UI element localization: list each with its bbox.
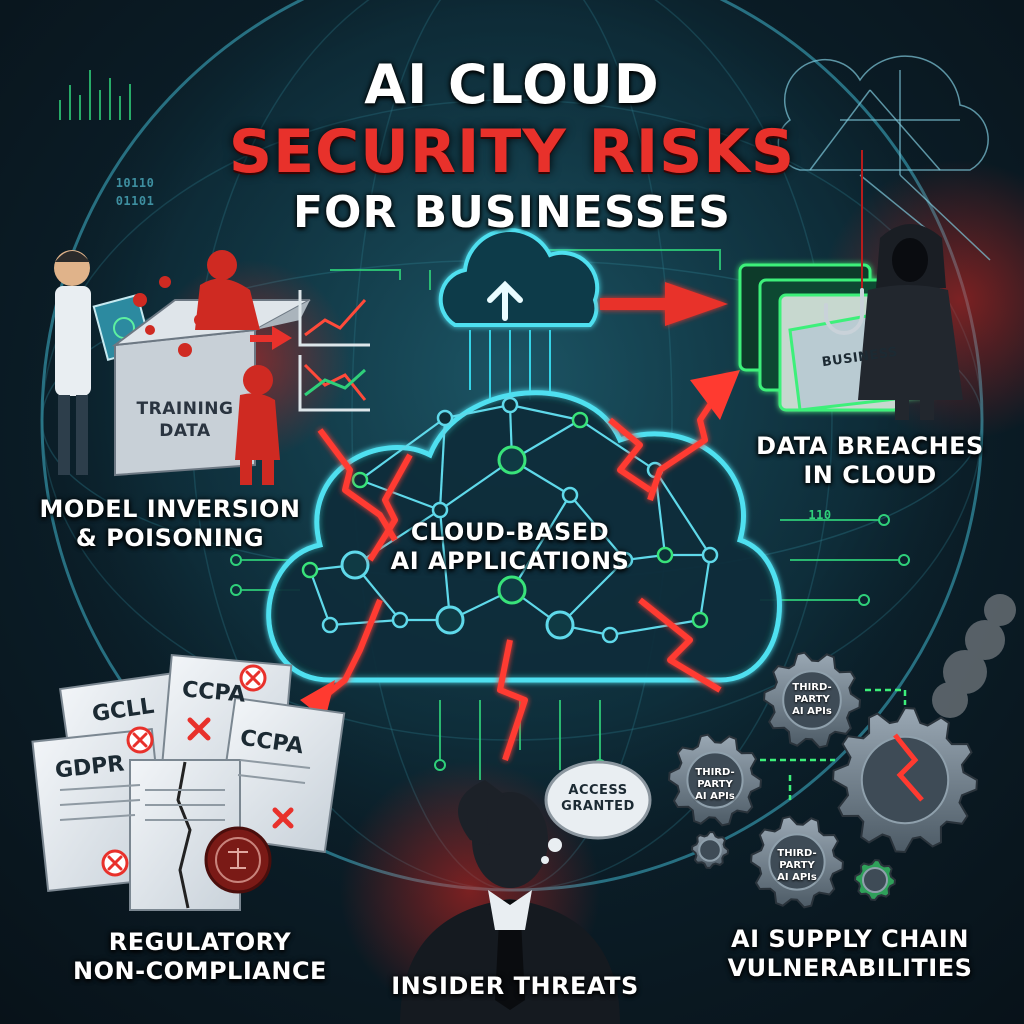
training-data-line-1: TRAINING [136,399,234,419]
network-node [435,605,465,635]
network-link [609,618,701,637]
network-node [501,396,519,414]
network-link [359,417,446,481]
network-link [569,494,626,561]
cloud-upload-icon [438,228,600,327]
network-node [340,550,370,580]
network-link [329,618,401,627]
supply-chain-line-1: AI SUPPLY CHAIN [731,925,969,953]
center-label: CLOUD-BASED AI APPLICATIONS [360,518,660,577]
title-line-2: SECURITY RISKS [228,117,796,187]
gear-label-left-line-2: AI APIs [695,791,735,802]
network-link [439,459,513,511]
network-node [391,611,409,629]
network-link [308,569,332,626]
model-inversion-label: MODEL INVERSION & POISONING [20,495,320,554]
network-link [698,554,712,621]
supply-chain-line-2: VULNERABILITIES [727,954,973,983]
decor-bars [59,70,131,120]
network-link [511,494,571,591]
poison-arrow-icon [250,326,292,350]
gear-label-bottom-line-2: AI APIs [777,872,817,883]
title-line-1: AI CLOUD [364,53,660,116]
network-node [601,626,619,644]
model-inversion-line-1: MODEL INVERSION [39,495,301,523]
network-node [571,411,589,429]
gear-label-left: THIRD-PARTY AI APIs [680,767,750,803]
network-nodes [301,396,719,644]
insider-threats-label: INSIDER THREATS [391,972,639,1000]
gear-connector-arrows [760,688,907,800]
network-node [497,445,527,475]
arrowhead-icon [690,370,740,420]
network-node [545,610,575,640]
binary-text-1: 110 [808,508,832,522]
network-link [559,559,626,626]
small-gear-icon-hub [698,838,722,862]
gear-icon-hub [768,833,826,891]
small-gear-icon-hub [862,867,888,893]
network-node [301,561,319,579]
network-node [691,611,709,629]
supply-chain-label: AI SUPPLY CHAIN VULNERABILITIES [690,925,1010,984]
network-node [431,501,449,519]
network-link [654,469,711,556]
center-label-line-1: CLOUD-BASED [410,518,610,546]
data-breaches-label: DATA BREACHES IN CLOUD [730,432,1010,491]
gear-label-top-line-1: THIRD-PARTY [792,682,832,705]
network-node [561,486,579,504]
poisoned-chart-icon [298,290,370,412]
model-inversion-line-2: & POISONING [75,524,265,553]
scientist-figure [54,250,153,475]
attacker-figure [133,250,280,485]
regulatory-line-1: REGULATORY [108,928,292,956]
center-label-line-2: AI APPLICATIONS [390,547,630,576]
network-node [436,409,454,427]
network-node [351,471,369,489]
access-granted-line-1: ACCESS [568,783,628,798]
access-granted-line-2: GRANTED [561,799,635,815]
regulatory-line-2: NON-COMPLIANCE [73,957,327,986]
title-line-3: FOR BUSINESSES [292,187,731,238]
phishing-hook-icon [824,150,864,335]
binary-text-2: 10110 [115,176,155,190]
network-link [509,403,581,422]
access-granted-bubble [541,760,652,864]
gear-label-left-line-1: THIRD-PARTY [695,767,735,790]
training-data-label: TRAINING DATA [115,398,255,442]
network-link [438,509,452,621]
network-link [359,478,441,512]
network-link [579,419,656,471]
insider-figure [400,780,620,1024]
network-node [656,546,674,564]
network-node [701,546,719,564]
gear-label-bottom-line-1: THIRD-PARTY [777,848,817,871]
network-link [444,403,511,420]
broken-gear-crack [893,733,924,802]
gear-label-top-line-2: AI APIs [792,706,832,717]
access-granted-text: ACCESS GRANTED [548,783,648,816]
breach-arrow-icon [600,282,728,326]
reject-x-icon [101,664,294,877]
network-node [497,575,527,605]
binary-text-3: 01101 [115,194,155,208]
network-node [321,616,339,634]
hacker-figure [858,224,963,420]
data-breaches-line-2: IN CLOUD [803,461,937,490]
gear-label-top: THIRD-PARTY AI APIs [777,682,847,718]
gear-icon-hub [686,751,744,809]
documents-stack [31,653,346,911]
network-link [438,417,447,511]
regulatory-label: REGULATORY NON-COMPLIANCE [40,928,360,987]
network-node [616,551,634,569]
gear-label-bottom: THIRD-PARTY AI APIs [762,848,832,884]
gear-icon-hub [782,670,842,730]
data-breaches-line-1: DATA BREACHES [756,432,984,460]
smoke-plume [932,594,1016,718]
training-data-line-2: DATA [159,421,211,442]
